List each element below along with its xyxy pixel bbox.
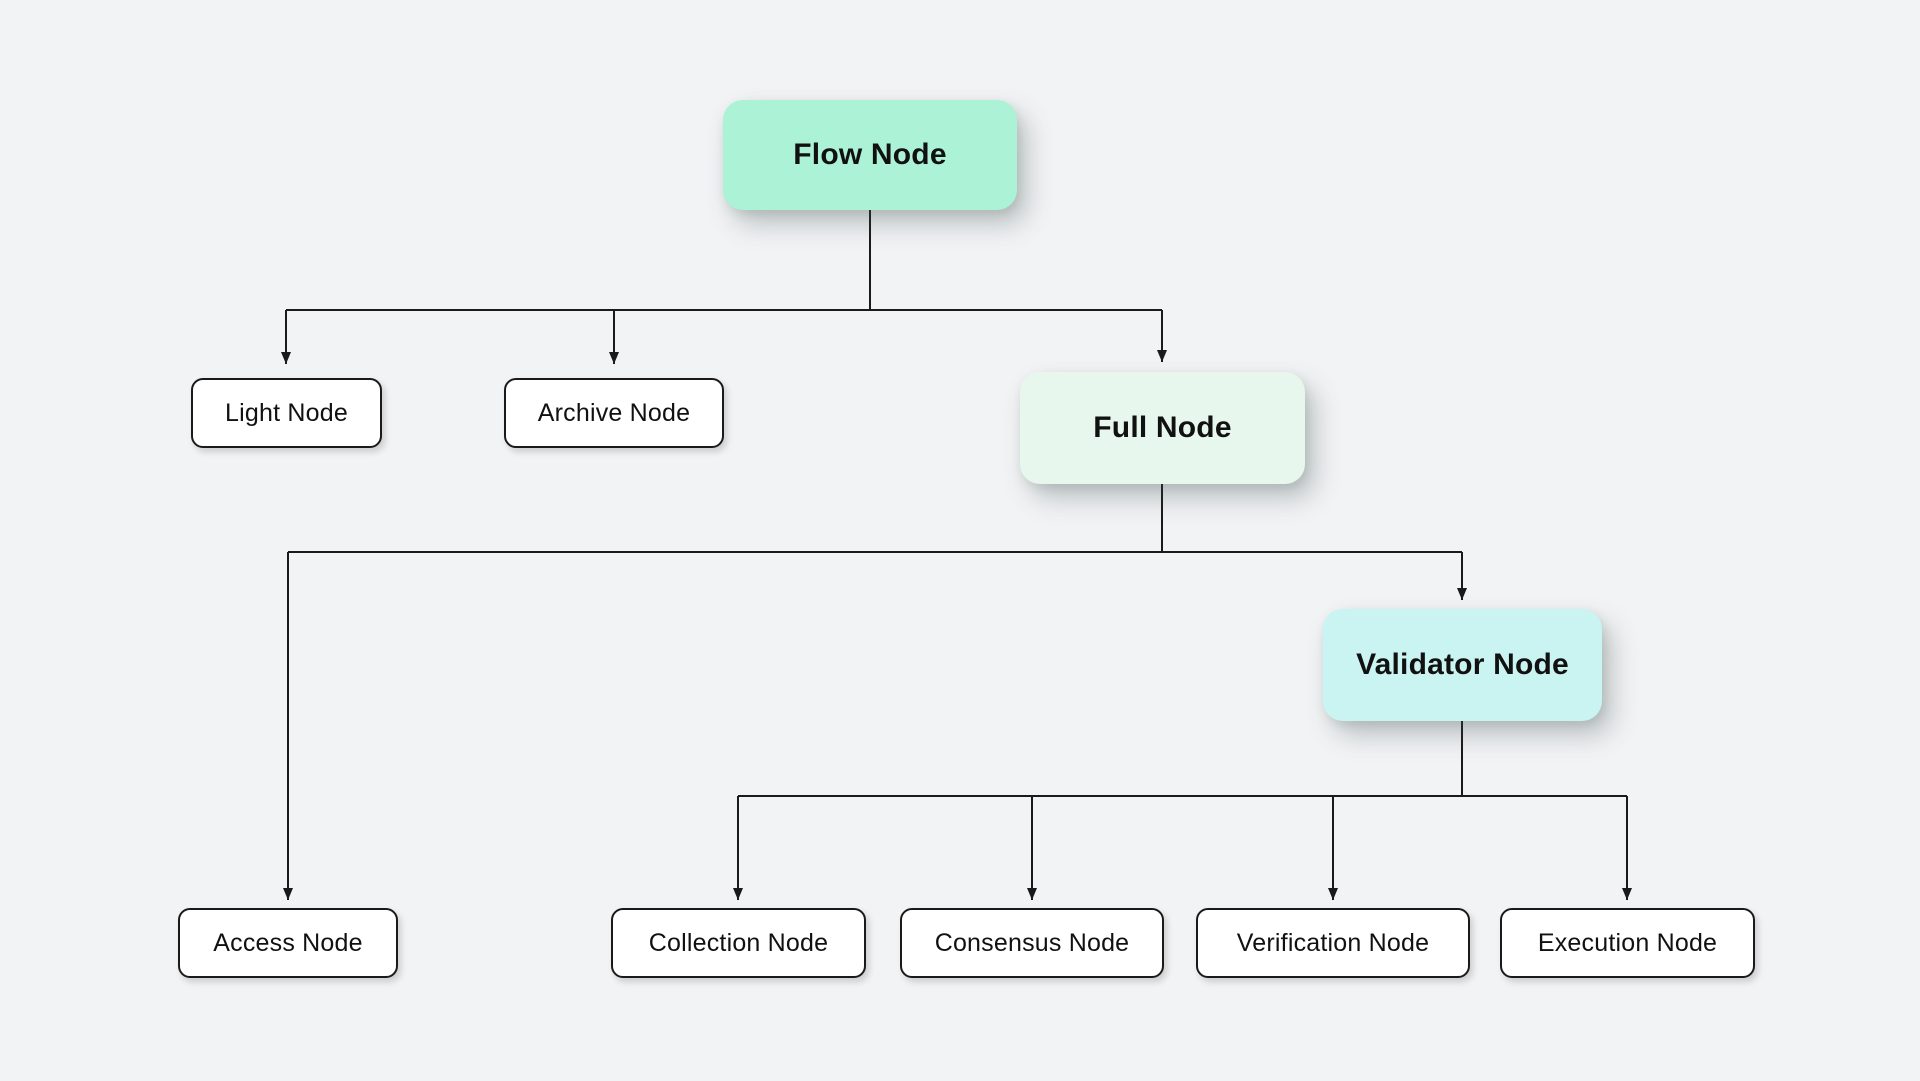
node-full: Full Node	[1020, 372, 1305, 484]
node-access-label: Access Node	[213, 928, 363, 957]
node-execution: Execution Node	[1500, 908, 1755, 978]
node-verification: Verification Node	[1196, 908, 1470, 978]
node-archive: Archive Node	[504, 378, 724, 448]
node-verification-label: Verification Node	[1236, 928, 1430, 957]
node-flow: Flow Node	[723, 100, 1017, 210]
node-collection-label: Collection Node	[648, 928, 829, 957]
node-light: Light Node	[191, 378, 382, 448]
node-light-label: Light Node	[225, 398, 348, 427]
node-access: Access Node	[178, 908, 398, 978]
node-consensus: Consensus Node	[900, 908, 1164, 978]
node-validator-label: Validator Node	[1356, 648, 1569, 681]
node-collection: Collection Node	[611, 908, 866, 978]
node-consensus-label: Consensus Node	[934, 928, 1130, 957]
node-full-label: Full Node	[1093, 411, 1232, 444]
node-validator: Validator Node	[1323, 609, 1602, 721]
node-execution-label: Execution Node	[1537, 928, 1718, 957]
node-archive-label: Archive Node	[537, 398, 691, 427]
node-flow-label: Flow Node	[793, 138, 947, 171]
